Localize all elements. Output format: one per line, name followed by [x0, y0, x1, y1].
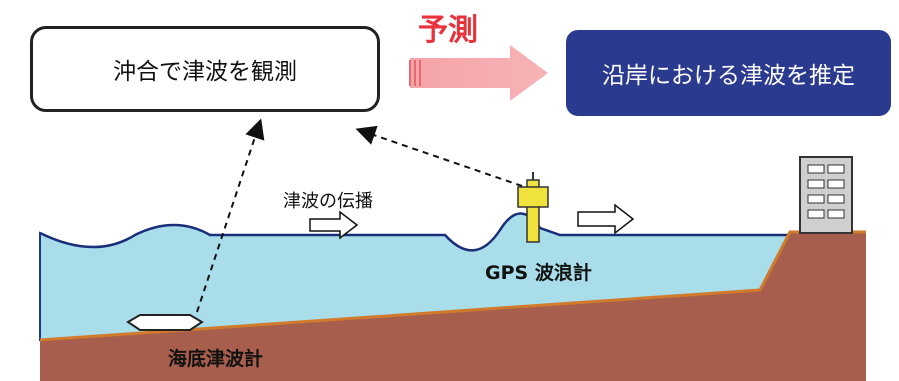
propagation-arrow-1: [309, 210, 359, 240]
gps-to-observe-arrow: [355, 125, 523, 187]
seabed-gauge-label: 海底津波計: [168, 348, 264, 370]
seabed: [40, 232, 866, 381]
propagation-label: 津波の伝播: [283, 191, 373, 212]
estimate-box: 沿岸における津波を推定: [566, 30, 891, 116]
gps-buoy-icon: [517, 172, 549, 243]
observe-box-label: 沖合で津波を観測: [113, 59, 297, 85]
gps-gauge-label: GPS 波浪計: [485, 262, 592, 284]
propagation-arrow-2: [577, 203, 635, 235]
prediction-arrow-stripes: [409, 60, 421, 86]
seabed-gauge-icon: [126, 314, 204, 331]
prediction-arrow: [410, 45, 548, 101]
building-icon: [799, 156, 853, 234]
sea-surface-line: [39, 212, 790, 252]
observe-box: 沖合で津波を観測: [30, 26, 380, 112]
prediction-label: 予測: [418, 13, 478, 48]
estimate-box-label: 沿岸における津波を推定: [602, 63, 855, 89]
